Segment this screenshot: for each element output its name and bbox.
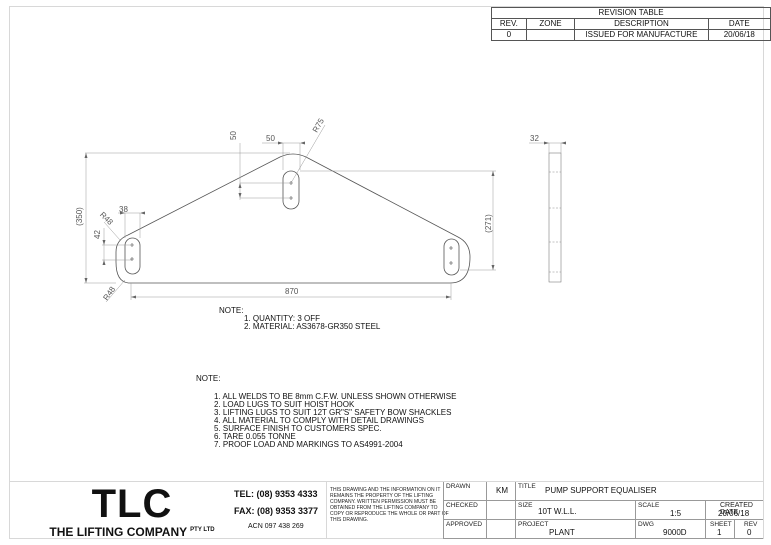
sheet-value: 1 bbox=[717, 528, 722, 537]
note1-item: 2. MATERIAL: AS3678-GR350 STEEL bbox=[244, 322, 381, 331]
note2-item: 6. TARE 0.055 TONNE bbox=[214, 432, 296, 441]
note-quantity-material: NOTE: 1. QUANTITY: 3 OFF 2. MATERIAL: AS… bbox=[219, 307, 380, 331]
dwg-label: DWG bbox=[638, 521, 654, 528]
rev-label: REV bbox=[744, 521, 758, 528]
company-suffix: PTY LTD bbox=[190, 527, 215, 533]
dim-42: 42 bbox=[92, 230, 102, 239]
logo-text: TLC bbox=[91, 482, 173, 526]
approved-value-cell bbox=[486, 520, 515, 539]
title-label: TITLE bbox=[518, 483, 536, 490]
drawn-cell: DRAWN bbox=[443, 482, 486, 501]
company-name: THE LIFTING COMPANY bbox=[49, 525, 188, 539]
drawing-border bbox=[9, 6, 764, 539]
plate-outline bbox=[115, 153, 471, 284]
dim-32: 32 bbox=[530, 134, 539, 143]
checked-label: CHECKED bbox=[446, 502, 478, 509]
scale-label: SCALE bbox=[638, 502, 660, 509]
telephone: TEL: (08) 9353 4333 bbox=[234, 489, 318, 499]
scale-cell: SCALE 1:5 bbox=[635, 501, 705, 520]
dwg-value: 9000D bbox=[663, 528, 687, 537]
acn: ACN 097 438 269 bbox=[248, 523, 304, 530]
title-value: PUMP SUPPORT EQUALISER bbox=[545, 486, 657, 495]
note2-item: 7. PROOF LOAD AND MARKINGS TO AS4991-200… bbox=[214, 440, 403, 449]
note1-item: 1. QUANTITY: 3 OFF bbox=[244, 314, 321, 323]
project-cell: PROJECT PLANT bbox=[515, 520, 635, 539]
created-date-value: 20/06/18 bbox=[718, 509, 750, 518]
slot-left bbox=[124, 237, 141, 275]
dim-50-spacing: 50 bbox=[228, 131, 238, 140]
size-value: 10T W.L.L. bbox=[538, 507, 577, 516]
date-cell: 20/06/18 bbox=[707, 29, 771, 41]
created-date-label: CREATED DATE bbox=[720, 502, 753, 516]
project-value: PLANT bbox=[549, 528, 575, 537]
revision-table: REVISION TABLE REV. ZONE DESCRIPTION DAT… bbox=[491, 7, 771, 41]
sheet-label: SHEET bbox=[710, 521, 732, 528]
dim-870: 870 bbox=[285, 287, 299, 296]
dim-350: (350) bbox=[74, 207, 84, 226]
note2-item: 1. ALL WELDS TO BE 8mm C.F.W. UNLESS SHO… bbox=[214, 392, 457, 401]
scale-value: 1:5 bbox=[670, 509, 682, 518]
approved-cell: APPROVED bbox=[443, 520, 486, 539]
dim-271: (271) bbox=[483, 214, 493, 233]
divider bbox=[326, 482, 327, 539]
size-label: SIZE bbox=[518, 502, 533, 509]
note1-heading: NOTE: bbox=[219, 306, 244, 315]
revision-row: 0 ISSUED FOR MANUFACTURE 20/06/18 bbox=[491, 29, 771, 41]
title-cell: TITLE PUMP SUPPORT EQUALISER bbox=[515, 482, 763, 501]
note2-item: 2. LOAD LUGS TO SUIT HOIST HOOK bbox=[214, 400, 355, 409]
note2-item: 5. SURFACE FINISH TO CUSTOMERS SPEC. bbox=[214, 424, 382, 433]
note2-heading: NOTE: bbox=[196, 374, 221, 383]
drawn-value: KM bbox=[496, 486, 508, 495]
note2-item: 3. LIFTING LUGS TO SUIT 12T GR"S" SAFETY… bbox=[214, 408, 452, 417]
fax: FAX: (08) 9353 3377 bbox=[234, 506, 319, 516]
dim-50-width: 50 bbox=[266, 134, 275, 143]
zone-cell bbox=[525, 29, 576, 41]
size-cell: SIZE 10T W.L.L. bbox=[515, 501, 635, 520]
slot-top bbox=[282, 170, 300, 210]
sheet-cell: SHEET 1 bbox=[705, 520, 734, 539]
drawing-info-grid: DRAWN KM TITLE PUMP SUPPORT EQUALISER CH… bbox=[443, 482, 763, 539]
general-notes: NOTE: 1. ALL WELDS TO BE 8mm C.F.W. UNLE… bbox=[196, 375, 456, 449]
slot-right bbox=[443, 238, 460, 276]
dwg-cell: DWG 9000D bbox=[635, 520, 705, 539]
checked-cell: CHECKED bbox=[443, 501, 486, 520]
drawn-value-cell: KM bbox=[486, 482, 515, 501]
project-label: PROJECT bbox=[518, 521, 549, 528]
rev-cell: 0 bbox=[491, 29, 527, 41]
checked-value-cell bbox=[486, 501, 515, 520]
legal-notice: THIS DRAWING AND THE INFORMATION ON IT R… bbox=[330, 487, 449, 523]
dim-38: 38 bbox=[119, 205, 128, 214]
approved-label: APPROVED bbox=[446, 521, 483, 528]
created-date-cell: CREATED DATE 20/06/18 bbox=[705, 501, 763, 520]
drawn-label: DRAWN bbox=[446, 483, 471, 490]
rev-value: 0 bbox=[747, 528, 752, 537]
rev-cell: REV 0 bbox=[734, 520, 763, 539]
note2-item: 4. ALL MATERIAL TO COMPLY WITH DETAIL DR… bbox=[214, 416, 424, 425]
